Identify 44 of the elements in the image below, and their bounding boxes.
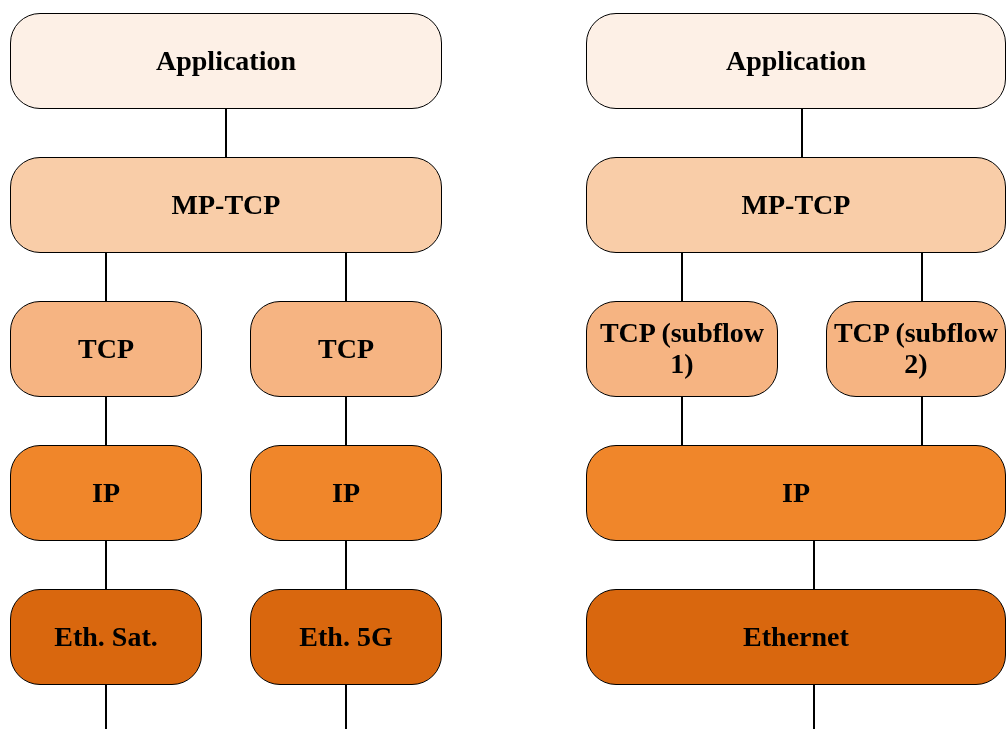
layer-box bbox=[586, 445, 1006, 541]
connector-line bbox=[105, 396, 107, 446]
connector-line bbox=[813, 684, 815, 729]
layer-label: IP bbox=[92, 477, 120, 509]
layer-label: MP-TCP bbox=[171, 189, 281, 221]
layer-box bbox=[250, 589, 442, 685]
layer-box bbox=[10, 157, 442, 253]
layer-box bbox=[250, 445, 442, 541]
connector-line bbox=[345, 396, 347, 446]
layer-label: Eth. Sat. bbox=[54, 621, 158, 653]
layer-label: IP bbox=[782, 477, 810, 509]
layer-label: Application bbox=[156, 45, 296, 77]
layer-label: MP-TCP bbox=[741, 189, 851, 221]
layer-box bbox=[826, 301, 1006, 397]
layer-box bbox=[586, 157, 1006, 253]
connector-line bbox=[921, 252, 923, 302]
layer-box bbox=[10, 445, 202, 541]
layer-box bbox=[10, 13, 442, 109]
layer-label: TCP (subflow 2) bbox=[832, 318, 1000, 380]
layer-box bbox=[586, 13, 1006, 109]
connector-line bbox=[801, 108, 803, 158]
connector-line bbox=[921, 396, 923, 446]
layer-box bbox=[586, 301, 778, 397]
layer-label: Ethernet bbox=[743, 621, 849, 653]
layer-box bbox=[250, 301, 442, 397]
connector-line bbox=[105, 540, 107, 590]
layer-label: Eth. 5G bbox=[299, 621, 393, 653]
connector-line bbox=[681, 252, 683, 302]
layer-label: Application bbox=[726, 45, 866, 77]
layer-box bbox=[10, 301, 202, 397]
layer-box bbox=[10, 589, 202, 685]
layer-label: IP bbox=[332, 477, 360, 509]
connector-line bbox=[105, 684, 107, 729]
connector-line bbox=[345, 684, 347, 729]
connector-line bbox=[105, 252, 107, 302]
connector-line bbox=[225, 108, 227, 158]
layer-label: TCP bbox=[78, 333, 134, 365]
layer-label: TCP bbox=[318, 333, 374, 365]
layer-box bbox=[586, 589, 1006, 685]
connector-line bbox=[345, 540, 347, 590]
layer-label: TCP (subflow 1) bbox=[598, 318, 766, 380]
connector-line bbox=[345, 252, 347, 302]
connector-line bbox=[681, 396, 683, 446]
connector-line bbox=[813, 540, 815, 590]
